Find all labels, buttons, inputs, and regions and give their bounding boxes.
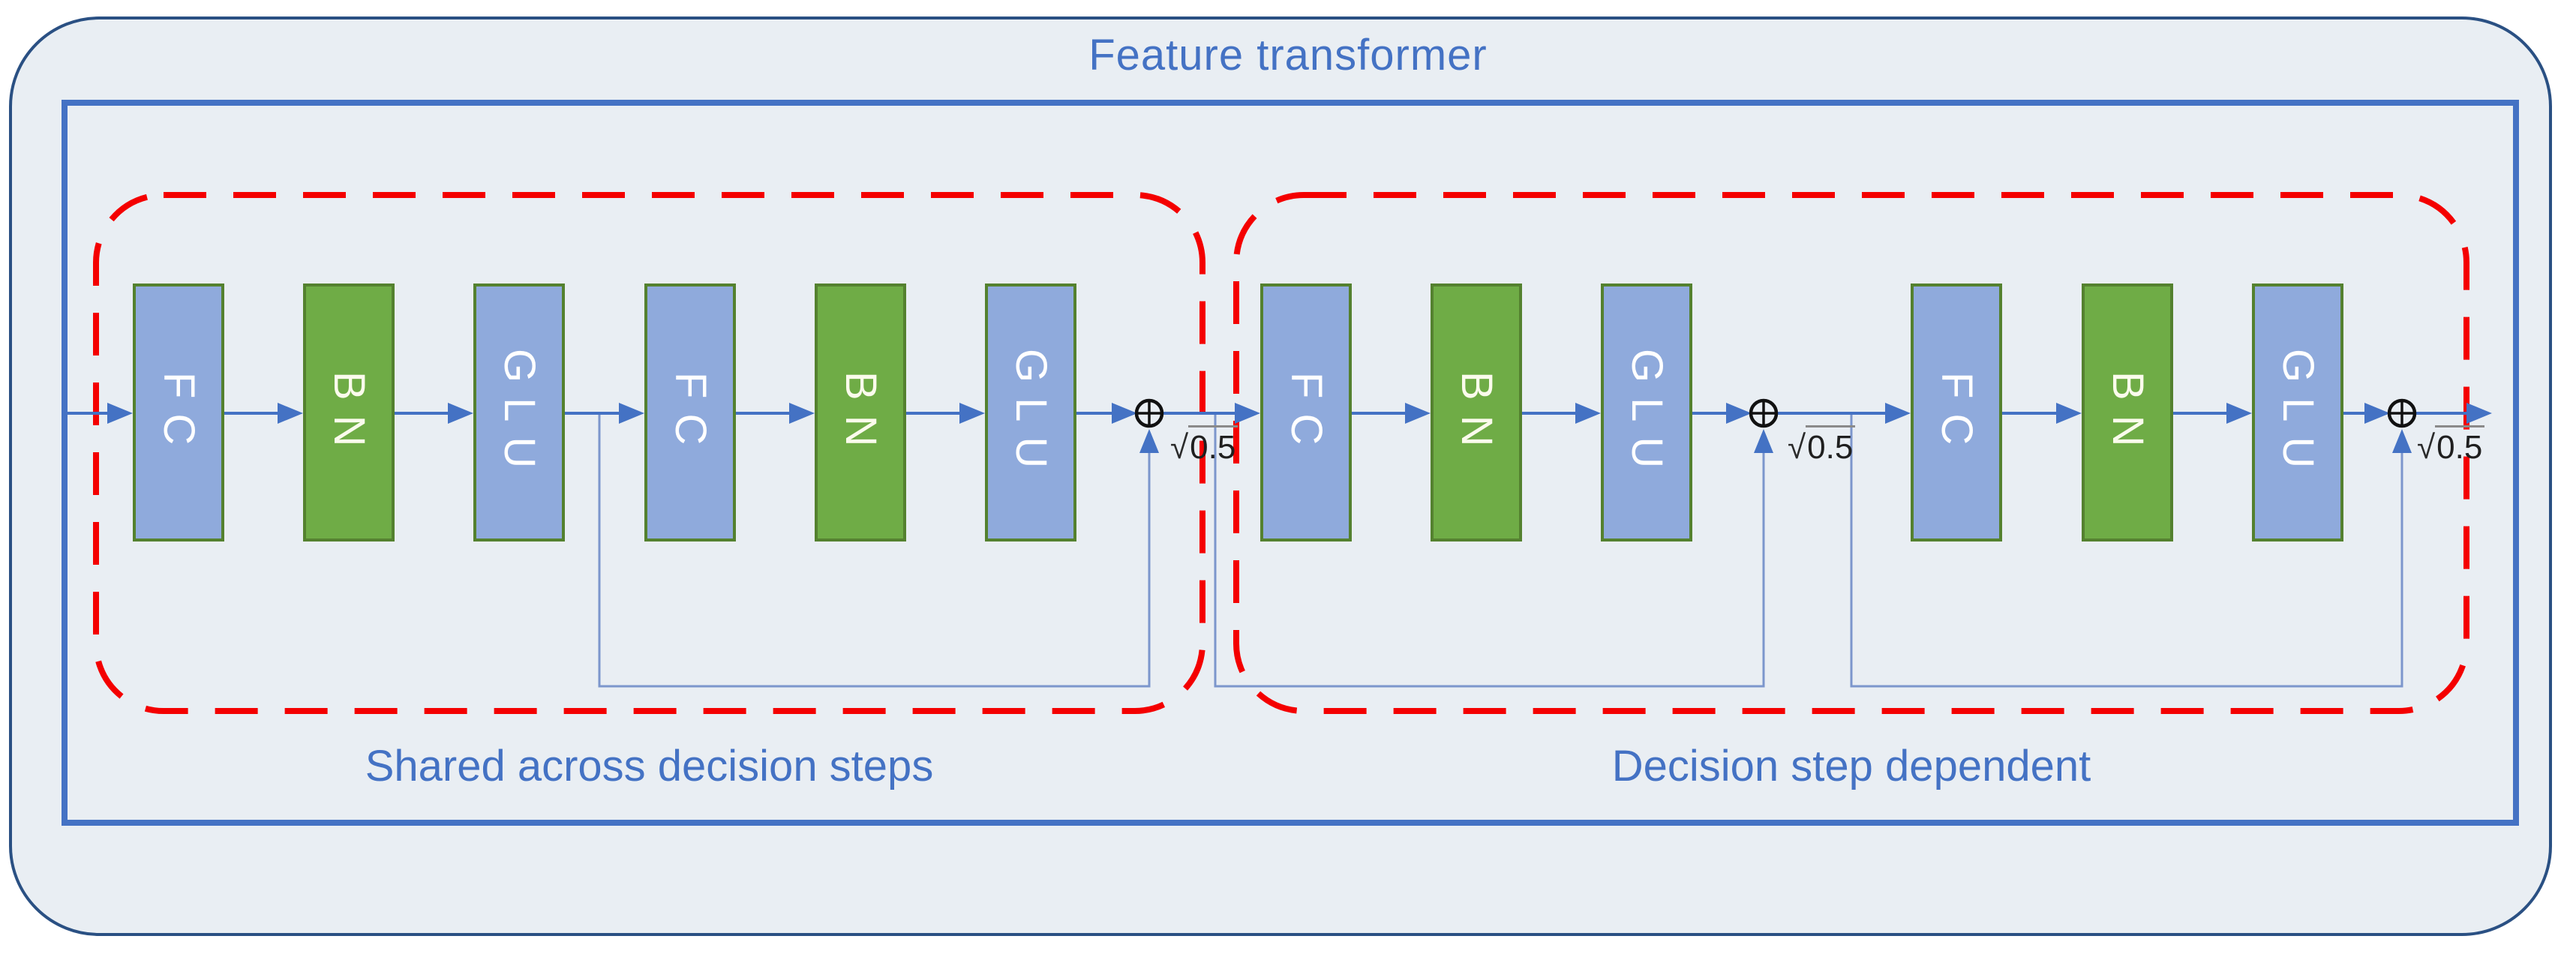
block-label: GLU bbox=[2274, 349, 2322, 484]
right-arrowhead-icon bbox=[448, 403, 473, 424]
block-glu-1: GLU bbox=[473, 284, 565, 542]
block-label: FC bbox=[1282, 372, 1331, 460]
right-arrowhead-icon bbox=[1235, 403, 1260, 424]
right-arrowhead-icon bbox=[278, 403, 303, 424]
skip-connection-lines bbox=[598, 415, 2403, 688]
block-fc-2: FC bbox=[644, 284, 736, 542]
skip-connection-1 bbox=[598, 415, 1151, 688]
block-fc-4: FC bbox=[1911, 284, 2002, 542]
caption-step-dependent: Decision step dependent bbox=[1611, 742, 2091, 790]
right-arrowhead-icon bbox=[2056, 403, 2082, 424]
block-fc-1: FC bbox=[133, 284, 224, 542]
block-label: FC bbox=[666, 372, 715, 460]
block-glu-3: GLU bbox=[1601, 284, 1692, 542]
block-label: FC bbox=[155, 372, 203, 460]
right-arrowhead-icon bbox=[1885, 403, 1911, 424]
right-arrowhead-icon bbox=[619, 403, 644, 424]
right-arrowhead-icon bbox=[1575, 403, 1601, 424]
block-bn-1: BN bbox=[303, 284, 395, 542]
dashed-region-step-dependent bbox=[1233, 192, 2469, 714]
add-node-1 bbox=[1134, 398, 1164, 428]
block-glu-4: GLU bbox=[2252, 284, 2343, 542]
scale-label-1: √0.5 bbox=[1170, 425, 1238, 466]
figure-title: Feature transformer bbox=[1088, 31, 1488, 80]
diagram-frame bbox=[62, 100, 2519, 826]
block-bn-4: BN bbox=[2082, 284, 2173, 542]
up-arrowhead-icon bbox=[2392, 429, 2412, 453]
block-label: GLU bbox=[1623, 349, 1671, 484]
block-label: GLU bbox=[495, 349, 544, 484]
up-arrowhead-icon bbox=[1754, 429, 1773, 453]
skip-connection-3 bbox=[1850, 415, 2403, 688]
flow-arrowheads bbox=[107, 403, 2492, 424]
block-label: BN bbox=[2103, 370, 2152, 462]
add-node-3 bbox=[2387, 398, 2417, 428]
skip-arrowheads bbox=[1139, 429, 2412, 453]
right-arrowhead-icon bbox=[959, 403, 985, 424]
dashed-region-shared bbox=[93, 192, 1205, 714]
block-label: BN bbox=[836, 370, 885, 462]
right-arrowhead-icon bbox=[789, 403, 815, 424]
up-arrowhead-icon bbox=[1139, 429, 1159, 453]
block-bn-2: BN bbox=[815, 284, 906, 542]
caption-shared: Shared across decision steps bbox=[365, 742, 934, 790]
scale-label-3: √0.5 bbox=[2417, 425, 2485, 466]
block-label: FC bbox=[1932, 372, 1981, 460]
scale-label-2: √0.5 bbox=[1788, 425, 1856, 466]
right-arrowhead-icon bbox=[1405, 403, 1431, 424]
block-label: BN bbox=[325, 370, 374, 462]
block-bn-3: BN bbox=[1431, 284, 1522, 542]
right-arrowhead-icon bbox=[1112, 403, 1137, 424]
add-node-2 bbox=[1749, 398, 1779, 428]
right-arrowhead-icon bbox=[107, 403, 133, 424]
right-arrowhead-icon bbox=[1726, 403, 1752, 424]
block-label: BN bbox=[1452, 370, 1501, 462]
output-arrowhead-icon bbox=[2466, 403, 2492, 424]
adder-nodes bbox=[1134, 398, 2417, 428]
right-arrowhead-icon bbox=[2364, 403, 2390, 424]
right-arrowhead-icon bbox=[2226, 403, 2252, 424]
block-fc-3: FC bbox=[1260, 284, 1352, 542]
block-label: GLU bbox=[1007, 349, 1055, 484]
skip-connection-2 bbox=[1214, 415, 1765, 688]
block-glu-2: GLU bbox=[985, 284, 1076, 542]
